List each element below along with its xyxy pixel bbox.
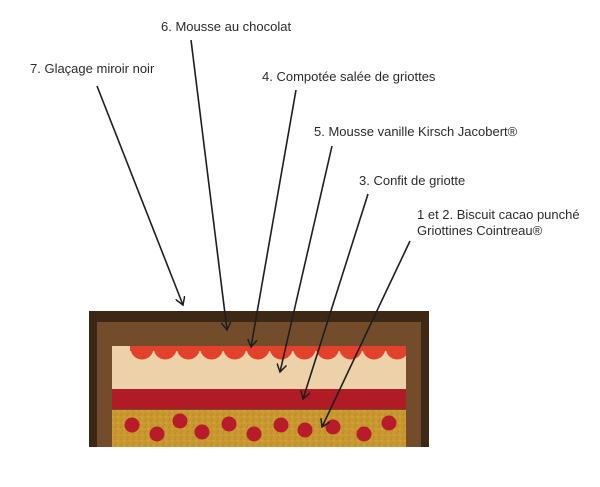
compote-scallop xyxy=(316,346,340,360)
arrow-glaze xyxy=(96,85,183,305)
arrow-compote xyxy=(251,89,297,347)
compote-scallop xyxy=(176,346,200,360)
arrow-vanilla-mousse xyxy=(280,145,333,372)
compote-scallop xyxy=(200,346,224,360)
compote-scallop xyxy=(130,346,154,360)
label-confit: 3. Confit de griotte xyxy=(359,173,466,188)
compote-scallop xyxy=(269,346,293,360)
compote-scallop xyxy=(292,346,316,360)
compote-scallop xyxy=(362,346,386,360)
label-chocolate-mousse: 6. Mousse au chocolat xyxy=(161,19,292,34)
label-vanilla-mousse: 5. Mousse vanille Kirsch Jacobert® xyxy=(314,124,518,139)
griottine-cherry xyxy=(124,417,140,433)
label-biscuit-line1: 1 et 2. Biscuit cacao punché xyxy=(417,207,580,222)
griottine-cherry xyxy=(297,422,313,438)
compote-scallop xyxy=(153,346,177,360)
griottine-cherry xyxy=(381,415,397,431)
compote-scallop xyxy=(223,346,247,360)
griottine-cherry xyxy=(325,419,341,435)
compote-layer xyxy=(130,346,406,360)
compote-scallop xyxy=(339,346,363,360)
compote-scallop xyxy=(385,346,406,360)
griottine-cherry xyxy=(273,417,289,433)
arrow-biscuit xyxy=(322,240,411,427)
griottine-cherry xyxy=(149,426,165,442)
griottine-cherry xyxy=(221,416,237,432)
arrow-chocolate-mousse xyxy=(190,39,227,330)
arrow-confit xyxy=(303,193,369,399)
griottine-cherry xyxy=(246,426,262,442)
griottine-cherry xyxy=(172,413,188,429)
label-glaze: 7. Glaçage miroir noir xyxy=(30,61,155,76)
griottine-cherry xyxy=(356,426,372,442)
compote-scallop xyxy=(246,346,270,360)
label-compote: 4. Compotée salée de griottes xyxy=(262,69,436,84)
griottine-cherry xyxy=(194,424,210,440)
griottines xyxy=(124,413,397,442)
confit-layer xyxy=(112,389,406,409)
label-biscuit-line2: Griottines Cointreau® xyxy=(417,223,543,238)
